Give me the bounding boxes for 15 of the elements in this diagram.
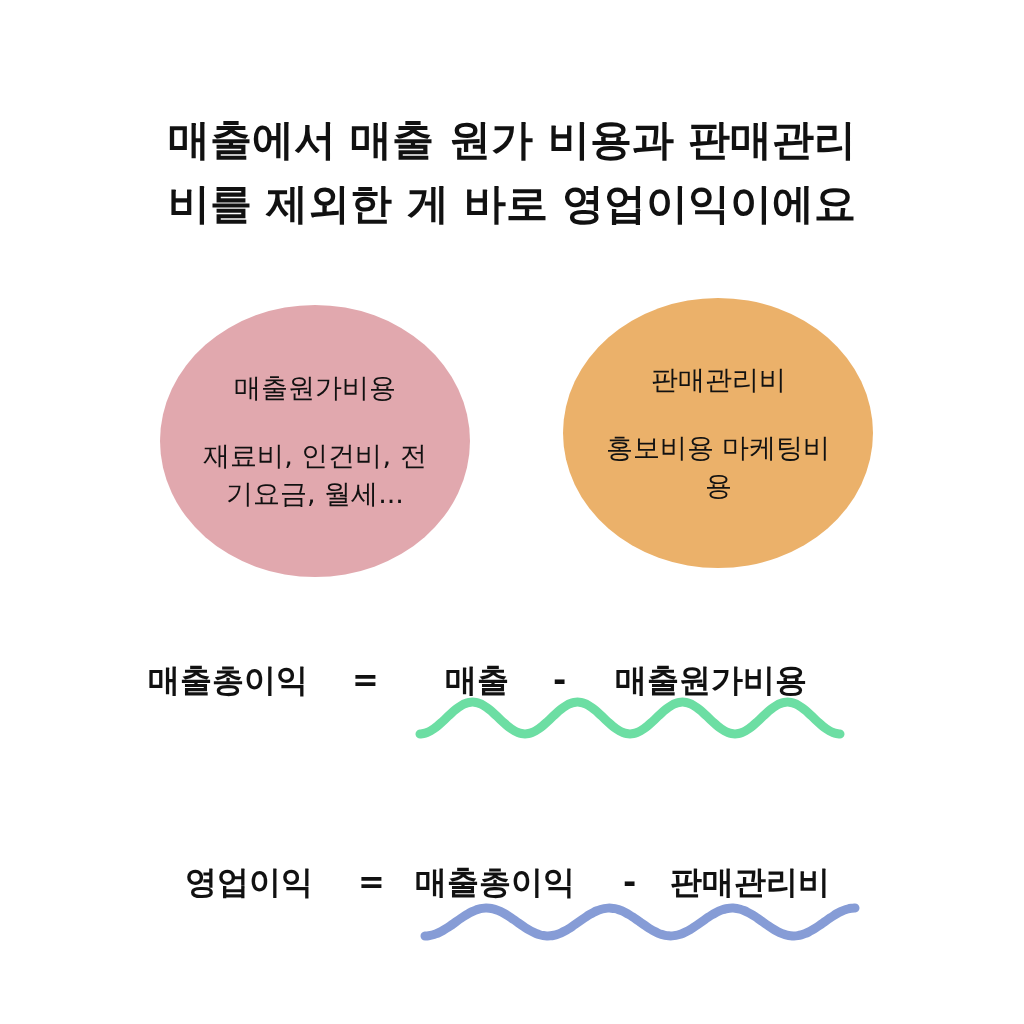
formula-text: 매출총이익 [148, 660, 308, 700]
formula-text: - [623, 862, 637, 902]
formula-text: = [352, 660, 379, 700]
formula-text: 판매관리비 [670, 862, 830, 902]
body-text: 홍보비용 마케팅비용 [604, 431, 832, 503]
formula-text: = [358, 862, 385, 902]
title: 매출에서 매출 원가 비용과 판매관리비를 제외한 게 바로 영업이익이에요 [166, 114, 858, 230]
formula-text: 매출원가비용 [615, 660, 807, 700]
body-text: 재료비, 인건비, 전기요금, 월세... [202, 439, 428, 511]
formula-text: 매출 [445, 660, 509, 700]
formula-text: 매출총이익 [415, 862, 575, 902]
formula-text: - [553, 660, 567, 700]
heading-text: 판매관리비 [649, 363, 787, 397]
formula-text: 영업이익 [185, 862, 313, 902]
heading-text: 매출원가비용 [233, 371, 397, 405]
